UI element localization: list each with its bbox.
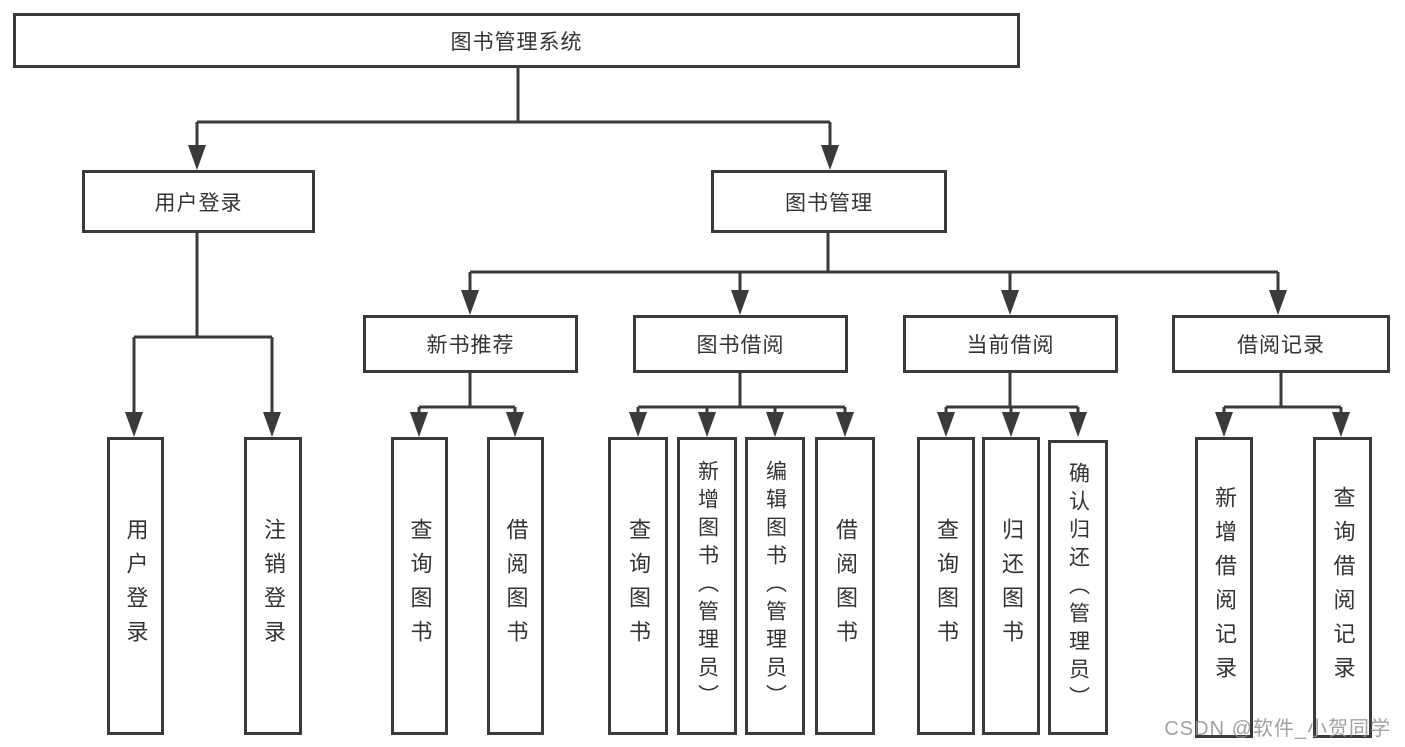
node-rec-borrow-book-label: 借阅图书: [503, 518, 529, 654]
node-bb-add-book-label: 新增图书（管理员）: [695, 460, 719, 712]
node-borrow-records: 借阅记录: [1172, 315, 1390, 373]
node-book-mgmt-group: 图书管理: [711, 170, 947, 233]
node-cb-confirm-return: 确认归还（管理员）: [1048, 440, 1108, 735]
node-cb-query-book: 查询图书: [917, 437, 975, 735]
node-new-book-rec-label: 新书推荐: [426, 334, 515, 357]
node-rec-borrow-book: 借阅图书: [487, 437, 544, 735]
node-logout-label: 注销登录: [261, 518, 286, 654]
node-bb-borrow-book-label: 借阅图书: [833, 518, 858, 654]
node-bb-add-book: 新增图书（管理员）: [677, 437, 737, 735]
node-user-login: 用户登录: [107, 437, 164, 735]
node-borrow-records-label: 借阅记录: [1237, 334, 1325, 357]
node-user-login-group: 用户登录: [82, 170, 315, 233]
node-bb-edit-book-label: 编辑图书（管理员）: [763, 460, 787, 712]
node-root-label: 图书管理系统: [450, 30, 583, 54]
node-rec-add-record-label: 新增借阅记录: [1212, 485, 1237, 690]
node-book-mgmt-group-label: 图书管理: [785, 191, 873, 215]
node-user-login-group-label: 用户登录: [154, 191, 243, 215]
node-bb-query-book-label: 查询图书: [626, 518, 651, 654]
node-cb-return-book: 归还图书: [982, 437, 1040, 735]
node-new-book-rec: 新书推荐: [363, 315, 578, 373]
node-current-borrow: 当前借阅: [903, 315, 1118, 373]
node-cb-confirm-return-label: 确认归还（管理员）: [1066, 461, 1090, 714]
node-bb-query-book: 查询图书: [608, 437, 668, 735]
watermark: CSDN @软件_小贺同学: [1164, 718, 1391, 740]
node-cb-return-book-label: 归还图书: [999, 518, 1024, 654]
node-rec-query-record-label: 查询借阅记录: [1330, 485, 1356, 690]
node-user-login-label: 用户登录: [123, 518, 149, 654]
node-rec-query-record: 查询借阅记录: [1313, 437, 1372, 738]
node-current-borrow-label: 当前借阅: [966, 334, 1055, 357]
node-bb-edit-book: 编辑图书（管理员）: [745, 437, 805, 735]
node-logout: 注销登录: [244, 437, 302, 735]
node-root: 图书管理系统: [13, 13, 1020, 68]
node-bb-borrow-book: 借阅图书: [815, 437, 875, 735]
node-book-borrow: 图书借阅: [633, 315, 848, 373]
node-rec-query-book-label: 查询图书: [407, 518, 433, 654]
node-cb-query-book-label: 查询图书: [934, 518, 959, 654]
node-book-borrow-label: 图书借阅: [696, 334, 785, 357]
node-rec-add-record: 新增借阅记录: [1195, 437, 1253, 738]
node-rec-query-book: 查询图书: [391, 437, 448, 735]
